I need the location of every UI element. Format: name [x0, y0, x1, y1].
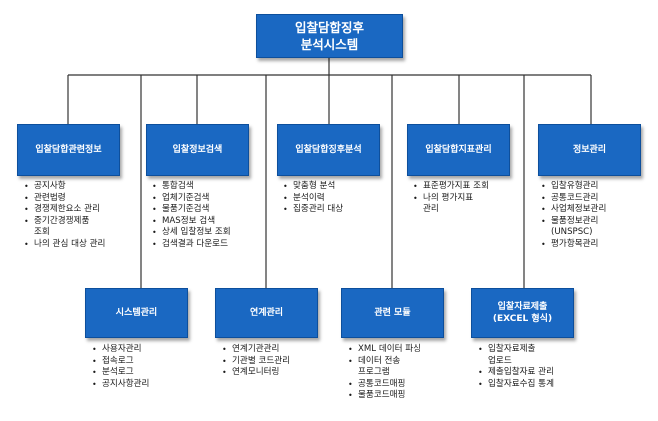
- module-box-related-modules: 관련 모듈: [341, 288, 444, 338]
- list-item: 기관별 코드관리: [222, 356, 334, 368]
- list-item: 물품기준검색: [152, 204, 264, 216]
- module-items-rigging-analysis: 맞춤형 분석 분석이력 집중관리 대상: [283, 181, 393, 216]
- list-item: 물품정보관리 (UNSPSC): [541, 216, 653, 239]
- list-item: 경쟁제한요소 관리: [24, 204, 142, 216]
- module-title: 입찰자료제출 (EXCEL 형식): [492, 302, 553, 324]
- root-box: 입찰담합징후 분석시스템: [256, 14, 403, 58]
- list-item: 공통코드매핑: [348, 379, 463, 391]
- list-item: 검색결과 다운로드: [152, 239, 264, 251]
- module-items-indicator-management: 표준평가지표 조회 나의 평가지표 관리: [413, 181, 525, 216]
- list-item: 접속로그: [92, 356, 204, 368]
- list-item: 분석이력: [283, 193, 393, 205]
- module-box-bid-search: 입찰정보검색: [146, 124, 249, 176]
- module-items-info-management: 입찰유형관리 공통코드관리 사업체정보관리 물품정보관리 (UNSPSC) 평가…: [541, 181, 653, 251]
- module-box-info-management: 정보관리: [538, 124, 641, 176]
- list-item: 분석로그: [92, 367, 204, 379]
- list-item: 물품코드매핑: [348, 390, 463, 402]
- list-item: 상세 입찰정보 조회: [152, 227, 264, 239]
- module-items-system-management: 사용자관리 접속로그 분석로그 공지사항관리: [92, 344, 204, 390]
- module-title: 입찰담합징후분석: [295, 145, 362, 155]
- module-title: 입찰담합관련정보: [35, 145, 102, 155]
- module-items-integration-management: 연계기관관리 기관별 코드관리 연계모니터링: [222, 344, 334, 379]
- list-item: 사업체정보관리: [541, 204, 653, 216]
- list-item: 입찰자료수집 통계: [478, 379, 596, 391]
- module-box-indicator-management: 입찰담합지표관리: [407, 124, 510, 176]
- list-item: 입찰자료제출 업로드: [478, 344, 596, 367]
- list-item: 공통코드관리: [541, 193, 653, 205]
- module-title: 입찰정보검색: [172, 145, 223, 155]
- list-item: 표준평가지표 조회: [413, 181, 525, 193]
- module-box-system-management: 시스템관리: [85, 288, 188, 338]
- list-item: 나의 평가지표 관리: [413, 193, 525, 216]
- list-item: 평가항목관리: [541, 239, 653, 251]
- list-item: 공지사항: [24, 181, 142, 193]
- list-item: 맞춤형 분석: [283, 181, 393, 193]
- list-item: 중기간경쟁제품 조회: [24, 216, 142, 239]
- module-items-bid-data-submission: 입찰자료제출 업로드 제출입찰자료 관리 입찰자료수집 통계: [478, 344, 596, 390]
- module-box-bid-rigging-info: 입찰담합관련정보: [17, 124, 120, 176]
- list-item: 공지사항관리: [92, 379, 204, 391]
- root-title: 입찰담합징후 분석시스템: [294, 20, 364, 52]
- list-item: 관련법령: [24, 193, 142, 205]
- list-item: 데이터 전송 프로그램: [348, 356, 463, 379]
- module-title: 입찰담합지표관리: [425, 145, 492, 155]
- list-item: MAS정보 검색: [152, 216, 264, 228]
- list-item: 통합검색: [152, 181, 264, 193]
- list-item: 연계기관관리: [222, 344, 334, 356]
- module-items-bid-rigging-info: 공지사항 관련법령 경쟁제한요소 관리 중기간경쟁제품 조회 나의 관심 대상 …: [24, 181, 142, 251]
- list-item: 집중관리 대상: [283, 204, 393, 216]
- module-title: 관련 모듈: [374, 308, 411, 318]
- list-item: 입찰유형관리: [541, 181, 653, 193]
- module-title: 정보관리: [572, 145, 607, 155]
- module-items-bid-search: 통합검색 업체기준검색 물품기준검색 MAS정보 검색 상세 입찰정보 조회 검…: [152, 181, 264, 251]
- module-box-bid-data-submission: 입찰자료제출 (EXCEL 형식): [471, 288, 574, 338]
- module-title: 연계관리: [249, 308, 284, 318]
- list-item: 사용자관리: [92, 344, 204, 356]
- module-box-integration-management: 연계관리: [215, 288, 318, 338]
- module-box-rigging-analysis: 입찰담합징후분석: [277, 124, 380, 176]
- list-item: 나의 관심 대상 관리: [24, 239, 142, 251]
- list-item: XML 데이터 파싱: [348, 344, 463, 356]
- module-title: 시스템관리: [115, 308, 158, 318]
- list-item: 업체기준검색: [152, 193, 264, 205]
- list-item: 제출입찰자료 관리: [478, 367, 596, 379]
- list-item: 연계모니터링: [222, 367, 334, 379]
- module-items-related-modules: XML 데이터 파싱 데이터 전송 프로그램 공통코드매핑 물품코드매핑: [348, 344, 463, 402]
